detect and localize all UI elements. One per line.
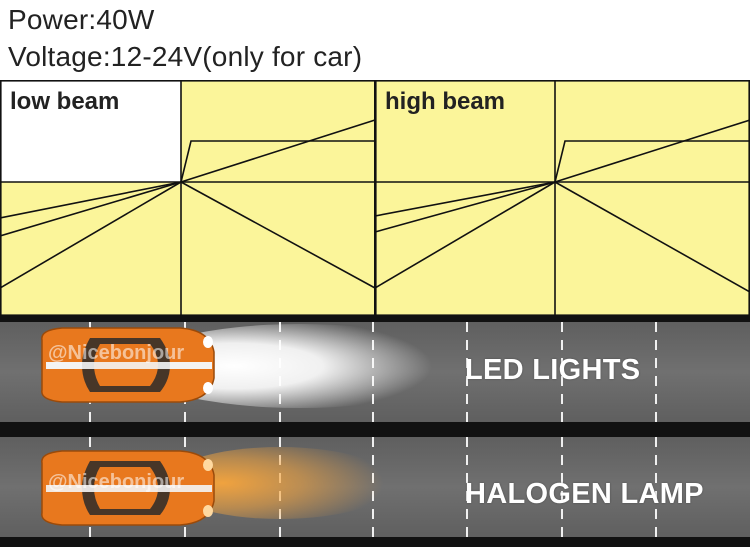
road-separator-top xyxy=(0,316,750,322)
watermark-led: @Nicebonjour xyxy=(48,342,185,364)
high-beam-label: high beam xyxy=(385,88,506,115)
halogen-road-strip: @Nicebonjour HALOGEN LAMP xyxy=(0,437,750,537)
orange-car-halogen xyxy=(41,450,215,526)
orange-car-led xyxy=(41,327,215,403)
halogen-road-graphic xyxy=(41,437,657,537)
road-separator-middle xyxy=(0,422,750,437)
watermark-halogen: @Nicebonjour xyxy=(48,471,185,493)
high-beam-panel xyxy=(374,80,750,316)
halogen-lamp-label: HALOGEN LAMP xyxy=(465,478,704,510)
led-light-beam xyxy=(135,324,465,408)
low-beam-panel xyxy=(0,80,376,316)
power-spec: Power:40W xyxy=(8,4,155,35)
halogen-light-beam xyxy=(165,447,395,519)
led-road-strip: @Nicebonjour LED LIGHTS xyxy=(0,322,750,422)
led-road-graphic xyxy=(41,322,657,422)
beam-pattern-diagram xyxy=(0,80,750,316)
voltage-spec: Voltage:12-24V(only for car) xyxy=(8,41,363,72)
led-lights-label: LED LIGHTS xyxy=(465,354,641,386)
road-separator-bottom xyxy=(0,537,750,547)
low-beam-label: low beam xyxy=(10,88,120,115)
